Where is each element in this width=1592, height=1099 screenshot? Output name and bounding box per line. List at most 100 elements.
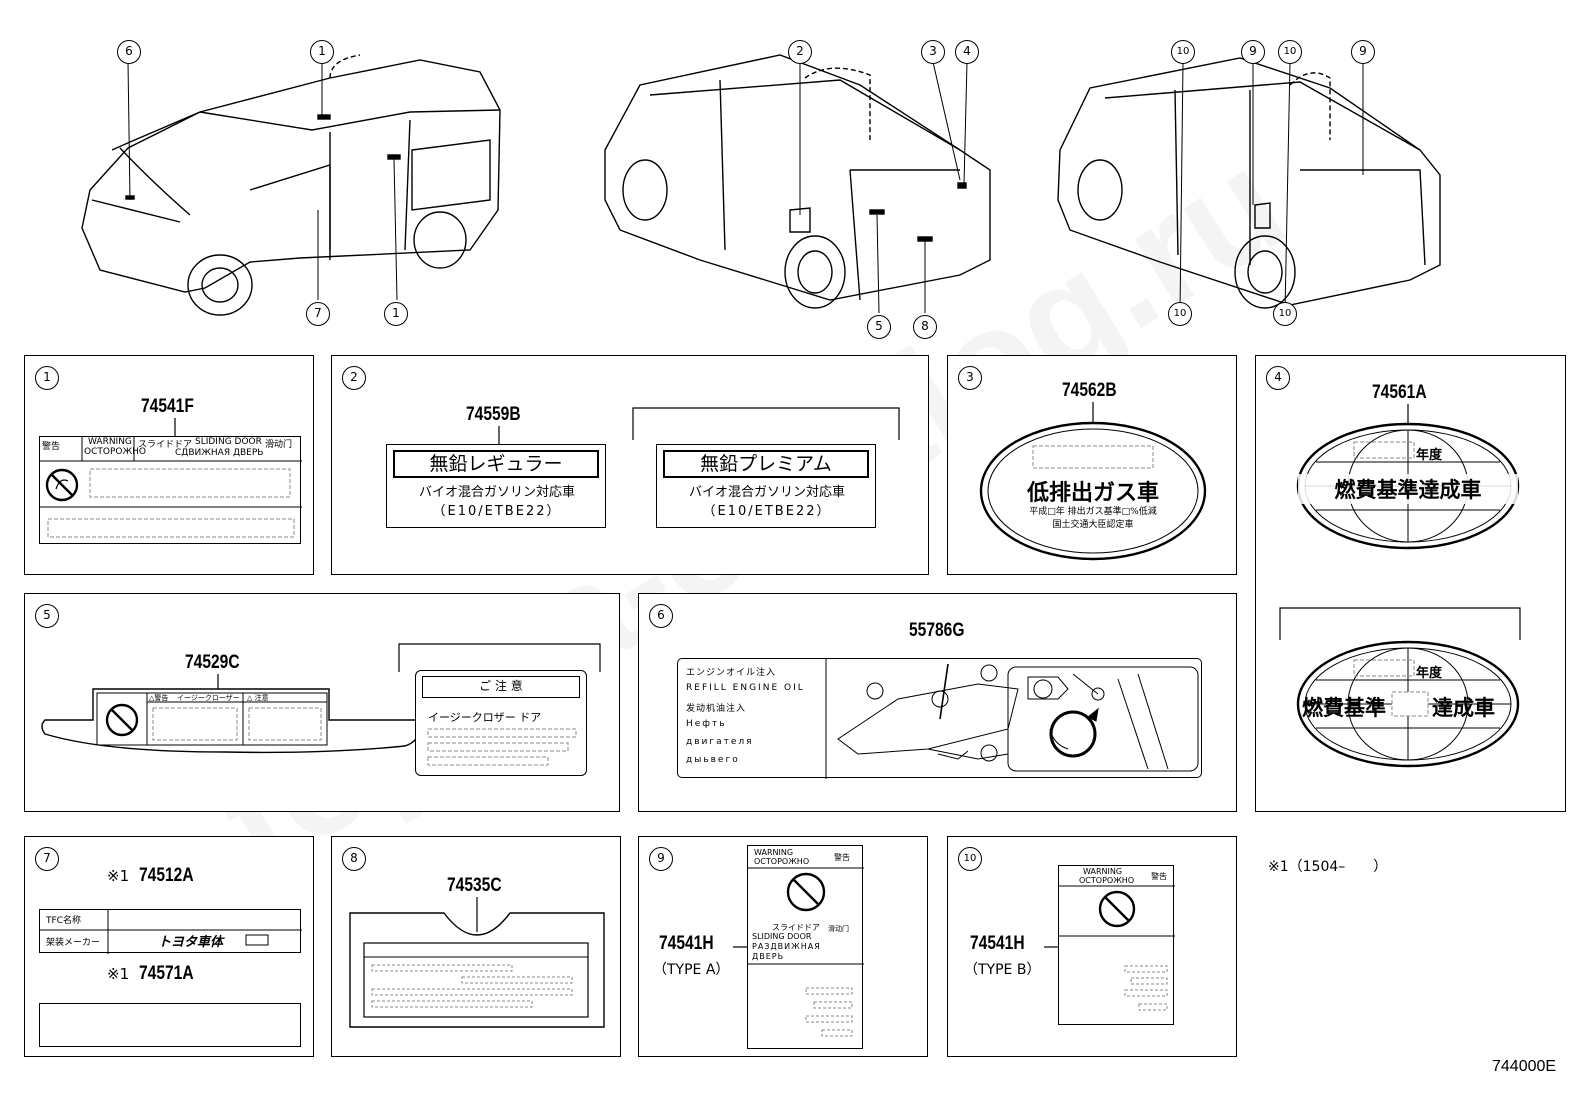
callout-8: 8	[913, 315, 937, 339]
fuel-standard-a: 燃費基準	[1302, 696, 1386, 720]
panel-6: 6 55786G エンジンオイル注入 REFILL ENGINE OIL 发动机…	[638, 593, 1237, 812]
callout-9-a: 9	[1241, 40, 1265, 64]
premium-title: 無鉛プレミアム	[663, 450, 869, 478]
callout-10-a: 10	[1171, 40, 1195, 64]
diagram-code: 744000E	[1492, 1058, 1557, 1075]
caution-label: ご 注 意 イージークロザー ドア	[415, 670, 587, 776]
panel-7-number: 7	[35, 847, 59, 871]
panel-3-number: 3	[958, 366, 982, 390]
panel-7: 7 ※1 74512A TFC名称 架装メーカー トヨタ車体 ※1 74571A	[24, 836, 314, 1057]
hdr-easycloser: イージークローザー	[177, 694, 240, 702]
callout-9-b: 9	[1351, 40, 1375, 64]
slide-en-a: SLIDING DOOR	[752, 932, 812, 941]
callout-1-lower: 1	[384, 302, 408, 326]
callout-10-b: 10	[1278, 40, 1302, 64]
panel-8-number: 8	[342, 847, 366, 871]
slide-jp-a: スライドドア	[772, 923, 820, 932]
fuel-standard-title: 燃費基準達成車	[1298, 474, 1518, 504]
panel-4-number: 4	[1266, 366, 1290, 390]
year-label: 年度	[1416, 448, 1443, 463]
hdr-caution: △ 注意	[247, 694, 269, 702]
part-number-74541F: 74541F	[141, 396, 194, 417]
warn-a: WARNING	[754, 848, 794, 857]
engine-oil-illustration	[825, 659, 1199, 779]
callout-3: 3	[921, 40, 945, 64]
label-graphics-a	[748, 867, 864, 1037]
panel-2: 2 74559B 無鉛レギュラー バイオ混合ガソリン対応車 （E10/ETBE2…	[331, 355, 929, 575]
callout-2: 2	[788, 40, 812, 64]
callout-10-d: 10	[1273, 302, 1297, 326]
label-warning: WARNING	[88, 437, 132, 447]
panel-9: 9 74541H （TYPE A） WARNING ОСТОРОЖНО 警告 ス…	[638, 836, 928, 1057]
oil-line-4: Нефть	[686, 719, 727, 729]
maker-label: 架装メーカー	[46, 938, 101, 948]
label-premium: 無鉛プレミアム バイオ混合ガソリン対応車 （E10/ETBE22）	[656, 444, 876, 528]
panel-9-number: 9	[649, 847, 673, 871]
panel-1: 1 74541F 警告 WARNING ОСТОРОЖНО スライドドア SLI…	[24, 355, 314, 575]
panel-5-number: 5	[35, 604, 59, 628]
callout-10-c: 10	[1168, 302, 1192, 326]
part-number-55786G: 55786G	[909, 620, 965, 641]
label-slide-jp: スライドドア	[138, 440, 193, 450]
callout-7: 7	[306, 302, 330, 326]
part-number-74541H-b: 74541H	[970, 933, 1025, 954]
regular-title: 無鉛レギュラー	[393, 450, 599, 478]
label-graphics	[40, 437, 302, 538]
callout-4: 4	[955, 40, 979, 64]
callout-5: 5	[867, 315, 891, 339]
bio-text: バイオ混合ガソリン対応車	[418, 485, 575, 500]
panel-8: 8 74535C	[331, 836, 621, 1057]
label-74541H-b: WARNING ОСТОРОЖНО 警告	[1058, 865, 1175, 1025]
slide-cn-a: 滑动门	[828, 925, 849, 933]
part-number-74512A: 74512A	[139, 865, 194, 886]
mark-2: ※1	[107, 965, 130, 983]
year-label-2: 年度	[1416, 666, 1443, 681]
panel-5: 5 74529C △警告 イージークローザー △ 注意 ご 注 意 イージークロ…	[24, 593, 620, 812]
part-number-74535C: 74535C	[447, 875, 502, 896]
part-number-74559B: 74559B	[466, 404, 521, 425]
panel-10: 10 74541H （TYPE B） WARNING ОСТОРОЖНО 警告	[947, 836, 1237, 1057]
label-74571A	[39, 1003, 301, 1047]
oil-line-5: двигателя	[686, 737, 754, 747]
emission-oval	[979, 402, 1207, 561]
leader-lines	[498, 407, 900, 444]
label-74541F: 警告 WARNING ОСТОРОЖНО スライドドア SLIDING DOOR…	[39, 436, 302, 544]
emission-title: 低排出ガス車	[1026, 481, 1159, 506]
label-74512A: TFC名称 架装メーカー トヨタ車体	[39, 909, 302, 954]
hdr-warning: △警告	[149, 694, 169, 702]
e10-text-2: （E10/ETBE22）	[702, 504, 832, 519]
leader-line	[733, 946, 747, 948]
slide-ru1-a: РАЗДВИЖНАЯ	[752, 942, 821, 951]
keikoku-b: 警告	[1151, 872, 1167, 881]
brand-label: トヨタ車体	[158, 935, 224, 950]
part-number-74571A: 74571A	[139, 963, 194, 984]
easy-closer-label	[41, 643, 601, 754]
label-74535C	[349, 897, 605, 1028]
part-number-74561A: 74561A	[1372, 382, 1427, 403]
caution-title: ご 注 意	[422, 676, 580, 698]
part-number-74541H-a: 74541H	[659, 933, 714, 954]
fuel-standard-b: 達成車	[1432, 696, 1495, 720]
keikoku-a: 警告	[834, 853, 850, 862]
vehicle-illustrations	[81, 54, 1441, 316]
type-a: （TYPE A）	[653, 962, 730, 978]
leader-line	[174, 418, 176, 436]
part-number-74562B: 74562B	[1062, 380, 1117, 401]
label-slide-en: SLIDING DOOR	[195, 437, 262, 447]
callout-6: 6	[117, 40, 141, 64]
e10-text: （E10/ETBE22）	[432, 504, 562, 519]
mark-1: ※1	[107, 867, 130, 885]
label-grid	[40, 910, 302, 954]
caution-lines	[427, 728, 577, 766]
oil-line-2: REFILL ENGINE OIL	[686, 683, 805, 693]
oil-line-3: 发动机油注入	[686, 704, 747, 714]
label-74541H-a: WARNING ОСТОРОЖНО 警告 スライドドア 滑动门 SLIDING …	[747, 845, 864, 1049]
label-graphics-b	[1059, 885, 1175, 1011]
warn-b: WARNING	[1083, 867, 1123, 876]
label-regular: 無鉛レギュラー バイオ混合ガソリン対応車 （E10/ETBE22）	[386, 444, 606, 528]
fuel-economy-globes	[1279, 404, 1521, 768]
engine-oil-label: エンジンオイル注入 REFILL ENGINE OIL 发动机油注入 Нефть…	[677, 658, 1202, 779]
part-number-74529C: 74529C	[185, 652, 240, 673]
leader-line	[1044, 946, 1058, 948]
footnote: ※1（1504– ）	[1268, 859, 1388, 875]
